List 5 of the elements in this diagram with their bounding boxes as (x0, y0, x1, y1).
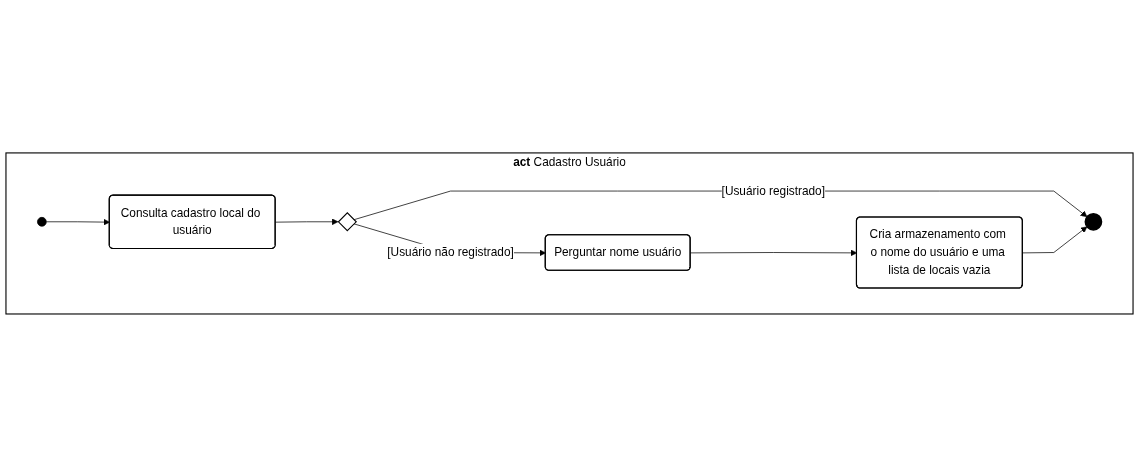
edge-label: [Usuário não registrado] (387, 245, 514, 258)
node-circle (1084, 212, 1103, 231)
node-diamond (337, 211, 357, 231)
node-circle (37, 216, 47, 227)
edge-label: [Usuário registrado] (721, 183, 825, 197)
